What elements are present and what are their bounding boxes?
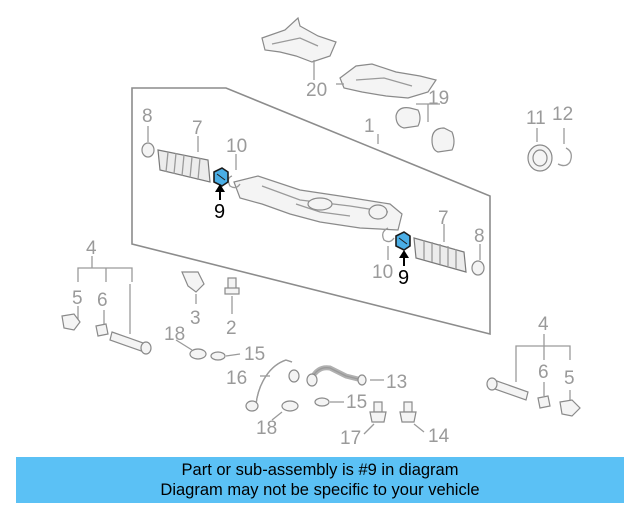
- label-9-left: 9: [214, 201, 225, 223]
- steering-rack: [233, 175, 403, 231]
- label-7-left: 7: [192, 118, 203, 139]
- part-8-left: [141, 126, 155, 158]
- label-18-upper: 18: [164, 324, 185, 345]
- info-banner: Part or sub-assembly is #9 in diagram Di…: [16, 457, 624, 503]
- banner-line-2: Diagram may not be specific to your vehi…: [160, 481, 480, 499]
- label-5-left: 5: [72, 288, 83, 309]
- part-12-ring: [557, 128, 572, 167]
- label-15-upper: 15: [244, 344, 265, 365]
- label-13: 13: [386, 372, 407, 393]
- part-15-washer-upper: [210, 351, 241, 361]
- part-13-pipe: [306, 365, 384, 387]
- part-9-arrows: [215, 184, 409, 266]
- part-14-bolt: [399, 401, 425, 433]
- label-5-right: 5: [564, 368, 575, 389]
- part-7-bellow-right: [413, 224, 467, 273]
- label-15-lower: 15: [346, 392, 367, 413]
- part-9-highlight-left: [213, 167, 229, 187]
- part-15-washer-lower: [314, 397, 344, 407]
- label-1: 1: [364, 116, 375, 137]
- label-10-right: 10: [372, 262, 393, 283]
- label-4-left: 4: [86, 238, 97, 259]
- label-16: 16: [226, 368, 247, 389]
- label-19: 19: [428, 88, 449, 109]
- label-7-right: 7: [438, 208, 449, 229]
- part-17-bolt: [363, 401, 387, 435]
- steering-gear-frame: [131, 87, 491, 336]
- part-18-washer-upper: [175, 339, 207, 360]
- label-2: 2: [226, 318, 237, 339]
- label-14: 14: [428, 426, 450, 447]
- label-8-right: 8: [474, 226, 485, 247]
- part-19-bushings: [395, 103, 455, 153]
- label-20: 20: [306, 80, 327, 101]
- part-20-brackets: [261, 16, 437, 99]
- label-8-left: 8: [142, 106, 153, 127]
- part-7-bellow-left: [157, 136, 211, 183]
- label-4-right: 4: [538, 314, 549, 335]
- label-6-left: 6: [97, 290, 108, 311]
- part-3-bracket: [181, 271, 205, 304]
- label-12: 12: [552, 104, 573, 125]
- part-11-clamp: [527, 128, 553, 172]
- part-9-highlight-right: [395, 231, 411, 251]
- label-17: 17: [340, 428, 361, 449]
- part-10-right: [382, 227, 395, 260]
- label-3: 3: [190, 308, 201, 329]
- part-16-hose: [245, 359, 300, 412]
- label-9-right: 9: [398, 267, 409, 289]
- part-8-right: [471, 244, 485, 276]
- parts-diagram: 20 19 1 11 12 8 7 10 9 7 8 10 9 4 5 6 3 …: [61, 16, 581, 449]
- label-10-left: 10: [226, 136, 247, 157]
- tie-rod-group-right: [486, 334, 581, 417]
- part-10-left: [227, 154, 241, 189]
- tie-rod-group-left: [61, 256, 152, 355]
- part-2-bolt: [224, 277, 240, 314]
- label-6-right: 6: [538, 362, 549, 383]
- part-18-washer-lower: [271, 400, 299, 421]
- label-11: 11: [526, 108, 546, 129]
- banner-line-1: Part or sub-assembly is #9 in diagram: [181, 461, 459, 479]
- label-18-lower: 18: [256, 418, 277, 439]
